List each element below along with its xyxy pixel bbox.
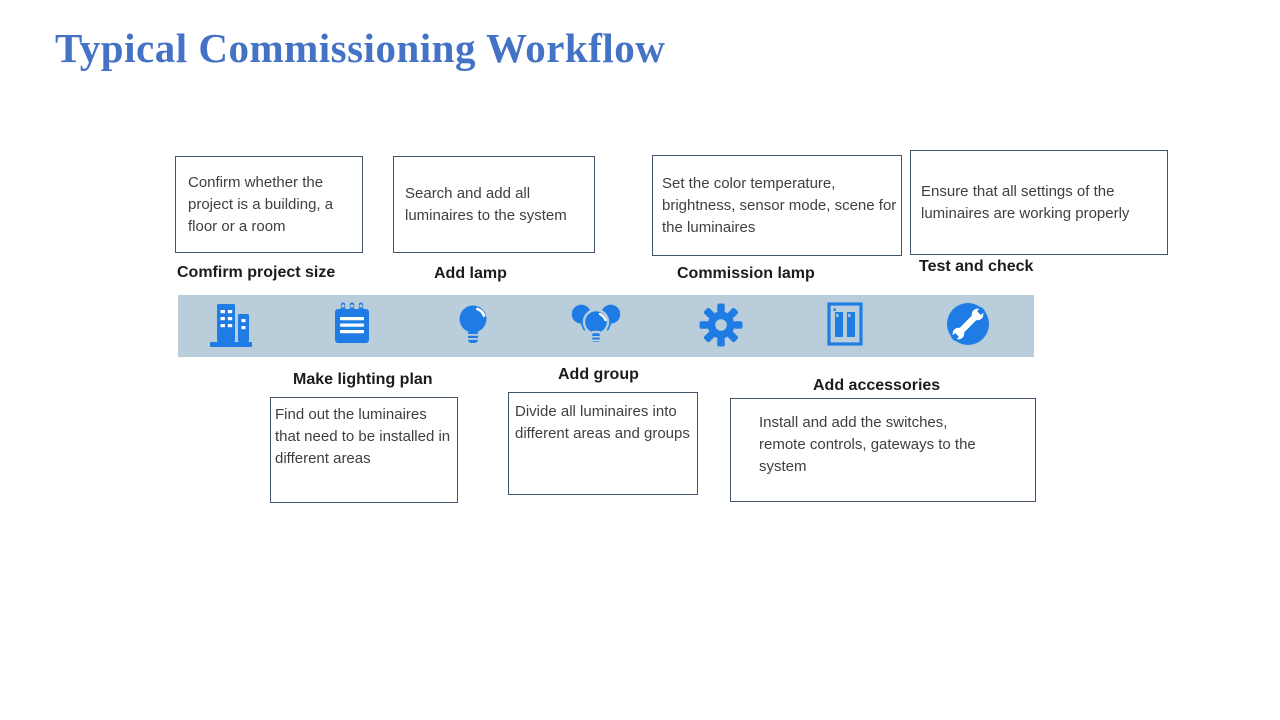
- bottom-step-box-add-accessories: Install and add the switches, remote con…: [730, 398, 1036, 502]
- step-label-commission-lamp: Commission lamp: [677, 265, 815, 282]
- top-step-box-confirm-project: Confirm whether the project is a buildin…: [175, 156, 363, 253]
- top-step-box-add-lamp: Search and add all luminaires to the sys…: [393, 156, 595, 253]
- top-step-description: Set the color temperature, brightness, s…: [662, 174, 897, 236]
- bottom-step-box-lighting-plan: Find out the luminaires that need to be …: [270, 397, 458, 503]
- step-label-add-lamp: Add lamp: [434, 265, 507, 282]
- bottom-step-box-add-group: Divide all luminaires into different are…: [508, 392, 698, 495]
- gear-icon: [698, 302, 744, 353]
- bulb-icon: [455, 302, 491, 353]
- top-step-box-commission-lamp: Set the color temperature, brightness, s…: [652, 155, 902, 256]
- top-step-description: Ensure that all settings of the luminair…: [921, 182, 1130, 222]
- step-label-confirm-project-size: Comfirm project size: [177, 264, 336, 281]
- step-label-add-group: Add group: [558, 366, 639, 383]
- wrench-icon: [946, 302, 990, 351]
- top-step-box-test-check: Ensure that all settings of the luminair…: [910, 150, 1168, 255]
- bottom-step-description: Install and add the switches, remote con…: [759, 414, 976, 475]
- bottom-step-description: Find out the luminaires that need to be …: [275, 406, 451, 467]
- page-title: Typical Commissioning Workflow: [55, 25, 666, 71]
- bulbs-group-icon: [567, 301, 625, 354]
- step-label-make-lighting-plan: Make lighting plan: [293, 371, 433, 388]
- top-step-description: Search and add all luminaires to the sys…: [405, 184, 567, 224]
- step-label-test-and-check: Test and check: [919, 258, 1034, 275]
- step-label-add-accessories: Add accessories: [813, 377, 941, 394]
- bottom-step-description: Divide all luminaires into different are…: [515, 403, 690, 442]
- switch-panel-icon: [824, 300, 866, 353]
- notepad-icon: [330, 300, 374, 351]
- top-step-description: Confirm whether the project is a buildin…: [188, 173, 334, 235]
- building-icon: [208, 299, 258, 354]
